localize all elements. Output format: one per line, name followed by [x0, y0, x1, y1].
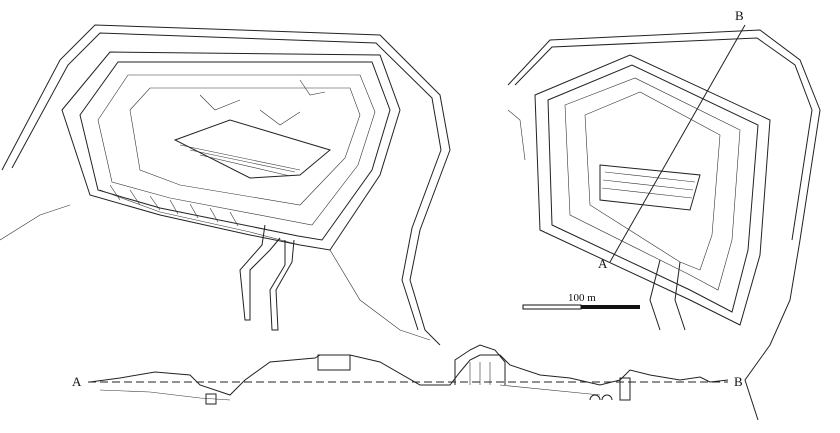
fort-plan-view	[507, 24, 821, 421]
section-label-b: B	[735, 8, 744, 23]
fort-perspective-view	[0, 24, 451, 346]
profile-label-a: A	[72, 374, 82, 389]
scale-bar-black-segment	[581, 305, 640, 309]
profile-label-b: B	[734, 374, 743, 389]
section-line	[609, 24, 746, 263]
section-profile	[88, 344, 729, 405]
scale-bar-white-segment	[522, 304, 582, 310]
section-label-a: A	[598, 256, 608, 271]
scale-bar: 100 m	[522, 292, 640, 310]
scale-bar-label: 100 m	[568, 292, 596, 304]
